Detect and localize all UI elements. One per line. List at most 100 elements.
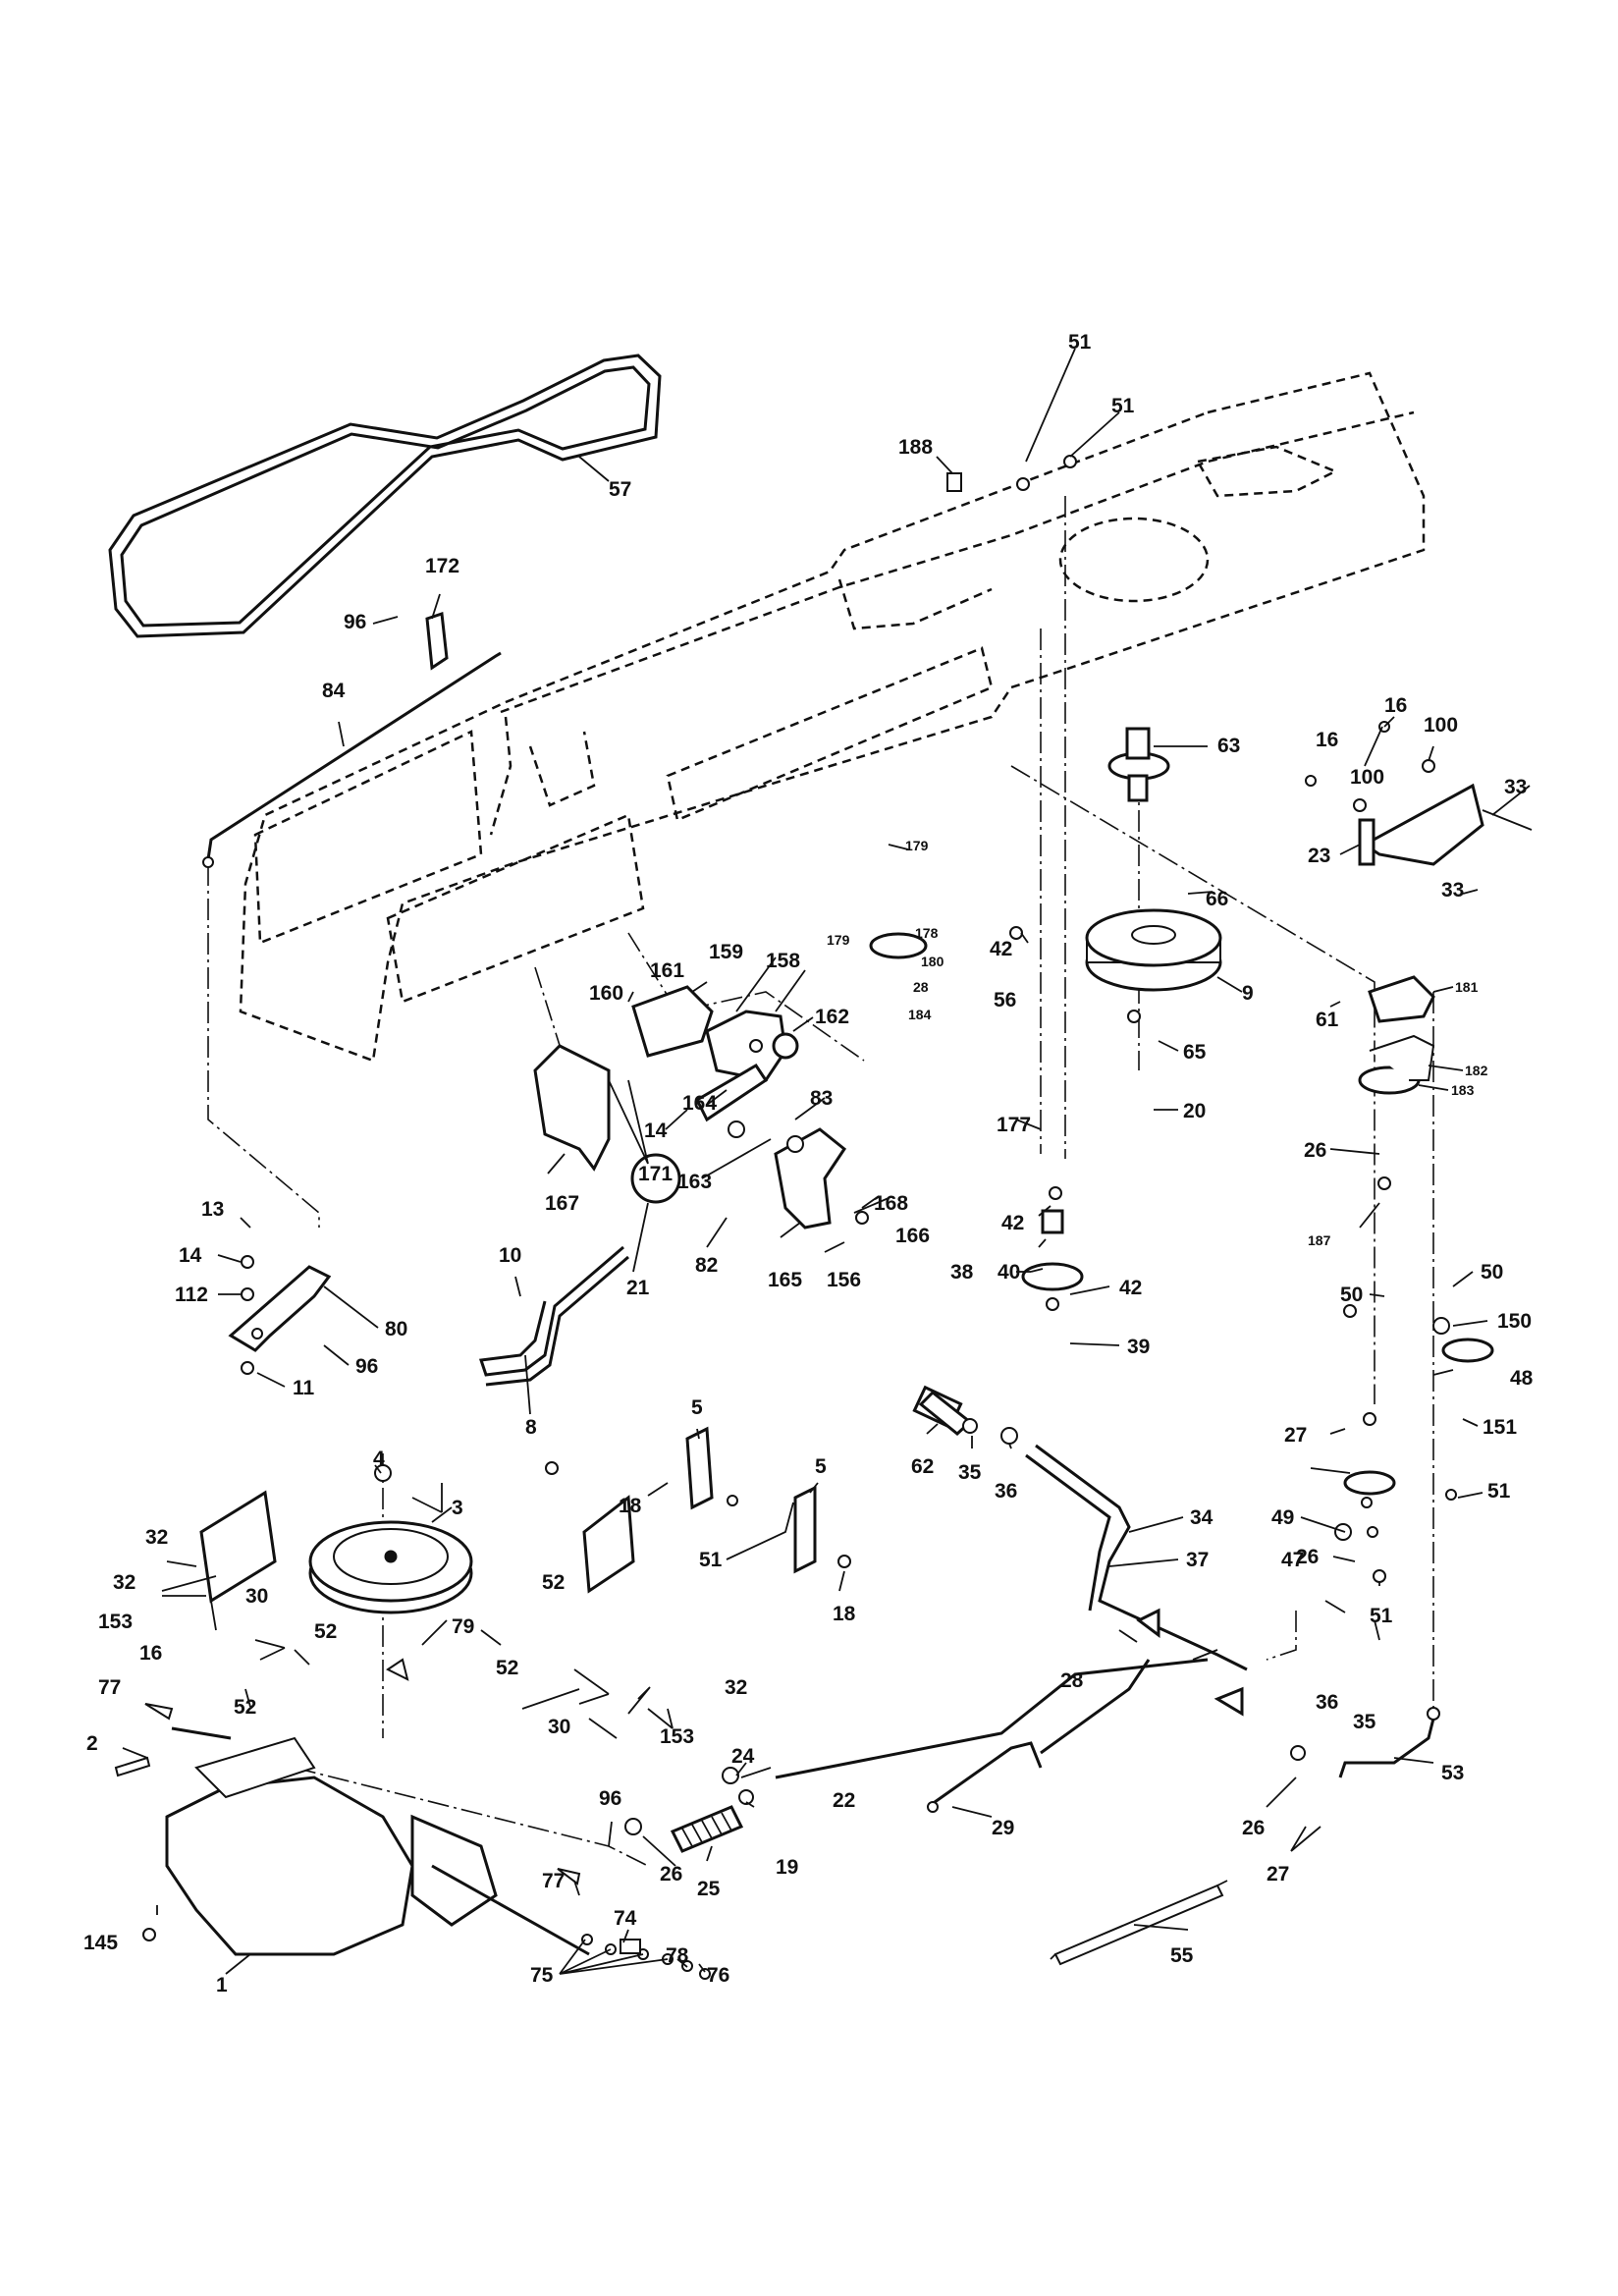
callout-76: 76 [707,1964,729,1987]
callout-42: 42 [1001,1212,1024,1234]
callout-51: 51 [1370,1605,1393,1627]
callout-77: 77 [98,1676,121,1699]
callout-29: 29 [992,1817,1014,1839]
callout-35: 35 [1353,1711,1376,1733]
callout-145: 145 [83,1932,118,1954]
callout-171: 171 [638,1163,673,1185]
callout-14: 14 [644,1120,668,1142]
callout-4: 4 [373,1448,385,1470]
callout-51: 51 [1111,395,1135,417]
electric-clutch [1085,908,1222,992]
callout-153: 153 [98,1611,133,1633]
callout-172: 172 [425,555,459,577]
callout-61: 61 [1316,1009,1339,1031]
callout-26: 26 [1242,1817,1265,1839]
pivot-bracket [631,985,799,1122]
callout-168: 168 [874,1192,908,1215]
transaxle [165,1726,590,1956]
callout-51: 51 [699,1549,723,1571]
callout-182: 182 [1465,1063,1488,1078]
fasteners [142,455,1457,1980]
callout-9: 9 [1242,982,1254,1005]
callout-167: 167 [545,1192,579,1215]
callout-27: 27 [1284,1424,1307,1447]
idler-pulleys [869,932,1494,1496]
callout-42: 42 [1119,1277,1142,1299]
callout-162: 162 [815,1006,849,1028]
callout-156: 156 [827,1269,861,1291]
callout-24: 24 [731,1745,755,1768]
callout-28: 28 [1060,1669,1084,1692]
rod-53 [1338,1707,1440,1778]
callout-47: 47 [1281,1549,1304,1571]
callout-16: 16 [139,1642,162,1665]
bracket-23 [1358,783,1533,866]
callout-49: 49 [1271,1506,1294,1529]
callout-57: 57 [609,478,631,501]
bracket-167 [533,1044,611,1172]
callout-16: 16 [1316,729,1338,751]
shift-lever [478,1153,681,1387]
callout-42: 42 [990,938,1012,960]
callout-77: 77 [542,1870,565,1892]
callout-151: 151 [1483,1416,1517,1439]
callout-27: 27 [1267,1863,1289,1886]
callout-50: 50 [1340,1284,1363,1306]
callout-52: 52 [314,1620,337,1643]
spring-55 [1050,1880,1228,1966]
callout-74: 74 [614,1907,637,1930]
callout-10: 10 [499,1244,521,1267]
callout-53: 53 [1441,1762,1464,1784]
part-callouts: 57 51 51 188 172 96 84 63 16 100 16 100 … [83,331,1534,1996]
callout-40: 40 [998,1261,1020,1284]
callout-30: 30 [245,1585,268,1608]
callout-36: 36 [1316,1691,1338,1714]
callout-62: 62 [911,1455,934,1478]
callout-20: 20 [1183,1100,1206,1122]
callout-150: 150 [1497,1310,1532,1333]
callout-96: 96 [599,1787,621,1810]
callout-160: 160 [589,982,623,1005]
callout-26: 26 [1304,1139,1326,1162]
callout-16: 16 [1384,694,1407,717]
callout-26: 26 [1296,1546,1319,1568]
callout-38: 38 [950,1261,974,1284]
callout-37: 37 [1186,1549,1209,1571]
bracket-165 [774,1127,847,1230]
callout-51: 51 [1487,1480,1511,1503]
callout-84: 84 [322,680,346,702]
callout-187: 187 [1308,1232,1331,1248]
callout-96: 96 [344,611,366,633]
callout-5: 5 [815,1455,827,1478]
callout-13: 13 [201,1198,224,1221]
callout-179: 179 [827,932,850,948]
callout-82: 82 [695,1254,718,1277]
callout-52: 52 [496,1657,518,1679]
callout-65: 65 [1183,1041,1207,1064]
callout-21: 21 [626,1277,650,1299]
callout-1: 1 [216,1974,228,1996]
callout-55: 55 [1170,1944,1194,1967]
callout-50: 50 [1481,1261,1503,1284]
callout-18: 18 [619,1495,642,1517]
callout-63: 63 [1217,735,1240,757]
callout-78: 78 [666,1944,689,1967]
callout-22: 22 [833,1789,855,1812]
callout-177: 177 [997,1114,1031,1136]
callout-56: 56 [994,989,1016,1011]
callout-30: 30 [548,1716,570,1738]
callout-164: 164 [682,1092,717,1115]
callout-33: 33 [1504,776,1527,798]
brackets-5 [685,1426,817,1574]
control-rod [775,1658,1209,1779]
bracket-30-center [582,1495,635,1594]
callout-159: 159 [709,941,743,963]
callout-183: 183 [1451,1082,1475,1098]
callout-8: 8 [525,1416,537,1439]
drive-belt [108,354,662,638]
callout-161: 161 [650,959,684,982]
callout-79: 79 [452,1615,474,1638]
callout-48: 48 [1510,1367,1534,1390]
callout-83: 83 [810,1087,833,1110]
